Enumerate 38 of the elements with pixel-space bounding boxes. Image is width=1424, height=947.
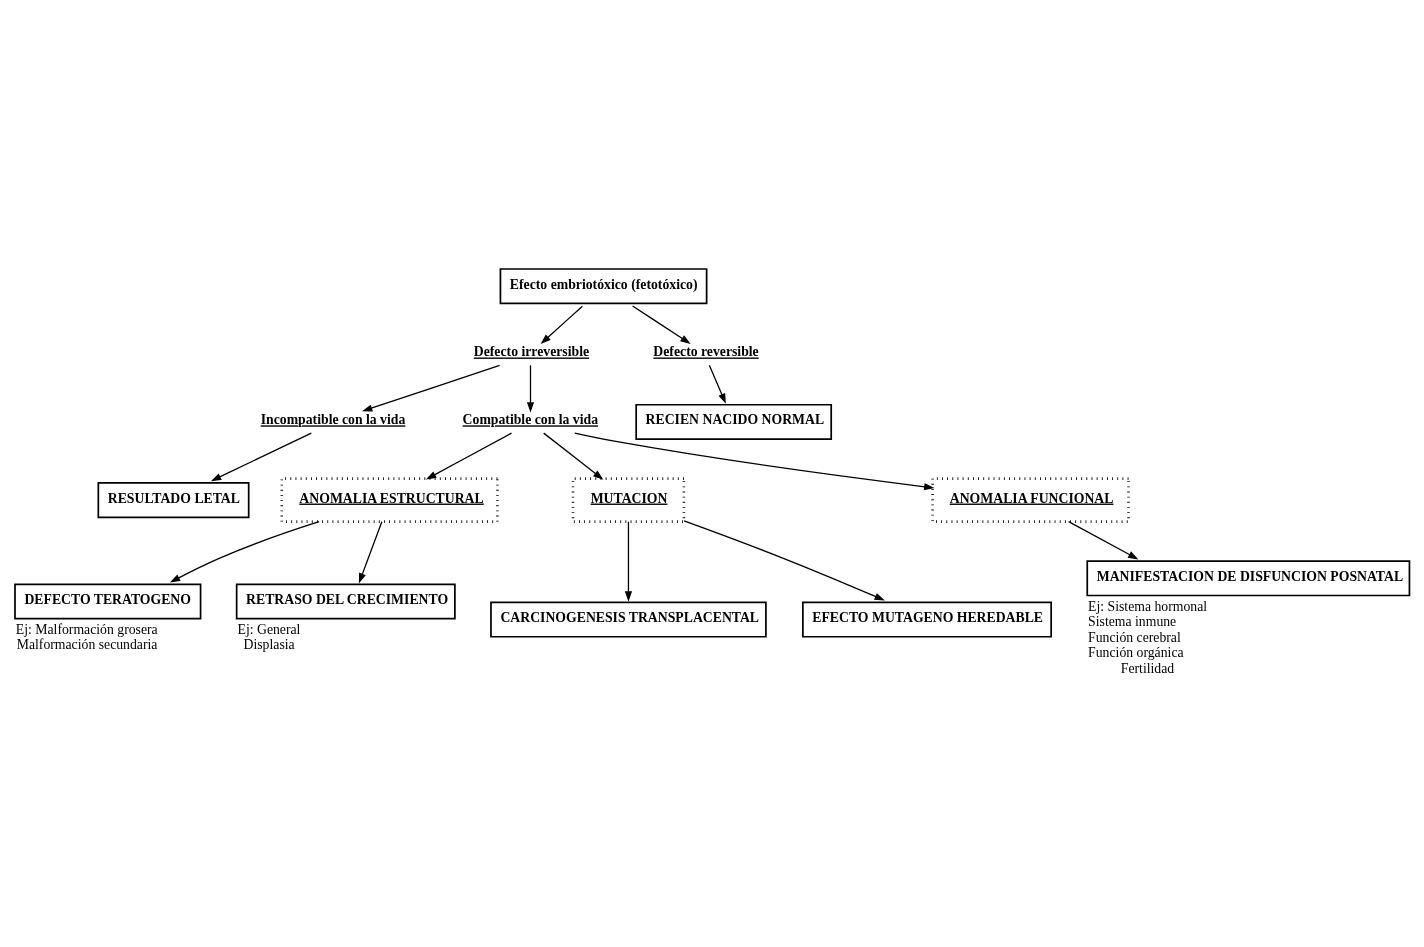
node-box: EFECTO MUTAGENO HEREDABLE [802, 601, 1052, 638]
arrow [358, 521, 383, 584]
node-text: Compatible con la vida [462, 412, 599, 428]
node-box: RETRASO DEL CRECIMIENTO [235, 583, 456, 620]
arrow [683, 520, 885, 601]
arrow [631, 305, 691, 344]
arrow [543, 432, 604, 480]
node-box: RESULTADO LETAL [97, 482, 250, 519]
arrow [526, 364, 535, 413]
arrow [362, 364, 501, 412]
node-box: MANIFESTACION DE DISFUNCION POSNATAL [1086, 560, 1411, 597]
node-text: Incompatible con la vida [260, 412, 406, 428]
node-label: Función orgánica [1088, 645, 1184, 661]
arrow [574, 432, 935, 491]
node-label: Malformación secundaria [16, 637, 158, 653]
arrow [540, 305, 584, 345]
arrow [169, 521, 320, 583]
node-box: CARCINOGENESIS TRANSPLACENTAL [490, 601, 767, 638]
arrow [708, 364, 726, 404]
node-label: Sistema inmune [1088, 614, 1177, 630]
node-box: ANOMALIA ESTRUCTURAL [280, 477, 499, 523]
node-label: Fertilidad [1120, 660, 1175, 676]
node-box: RECIEN NACIDO NORMAL [635, 403, 833, 440]
node-label: Ej: General [237, 622, 301, 637]
node-label: Función cerebral [1088, 629, 1181, 645]
node-label: Displasia [243, 637, 295, 653]
node-text: Defecto irreversible [473, 344, 590, 360]
node-text: Defecto reversible [653, 344, 759, 360]
node-box: Efecto embriotóxico (fetotóxico) [499, 268, 708, 305]
arrow [425, 432, 513, 480]
arrow [1068, 521, 1139, 560]
arrow [624, 521, 633, 602]
node-box: ANOMALIA FUNCIONAL [931, 477, 1130, 523]
node-label: Ej: Malformación grosera [15, 622, 158, 637]
node-box: DEFECTO TERATOGENO [14, 583, 202, 620]
arrow [210, 432, 312, 482]
node-box: MUTACION [571, 477, 686, 523]
node-label: Ej: Sistema hormonal [1088, 598, 1208, 614]
